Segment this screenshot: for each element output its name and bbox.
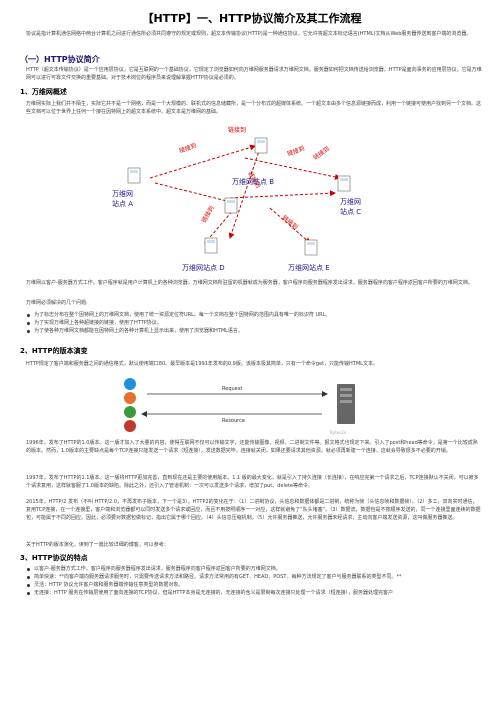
request-label: Request <box>222 386 242 392</box>
intro-paragraph: 协议是指计算机通信网络中两台计算机之间进行通信所必须共同遵守的规定或规则，超文本… <box>26 31 472 37</box>
site-c-label-line2: 站点 C <box>340 207 361 216</box>
subheading-versions: 2、HTTP的版本演变 <box>20 347 88 355</box>
link-label: 链接到 <box>281 213 300 231</box>
features-list: 以客户-服务器方式工作。客户程序向服务器程序发出请求，服务器程序向客户程序返回客… <box>26 565 486 597</box>
versions-paragraph: HTTP规定了客户端和服务器之间的通信格式，默认使用端口80。最早版本是1991… <box>26 361 378 367</box>
site-a-label-line1: 万维网 <box>112 189 133 198</box>
page-title: 【HTTP】一、HTTP协议简介及其工作流程 <box>142 12 362 25</box>
server-icon <box>337 384 355 424</box>
subheading-features: 3、HTTP协议的特点 <box>20 554 88 562</box>
site-d-label: 万维网站点 D <box>182 263 225 272</box>
version-summary-paragraph: 关于HTTP的版本演化，读到了一篇比较详细的博客，可以参考： <box>26 542 169 548</box>
response-label: Resource <box>222 418 245 424</box>
list-item: 为了实现万维网上各种超链接的链接，使用了HTTP协议。 <box>26 319 486 327</box>
www-paragraph: 万维网实际上我们并不陌生，实际它并不是一个网络，而是一个大规模的、联机式的信息储… <box>26 101 482 115</box>
firefox-browser-icon <box>124 392 136 404</box>
ie-browser-icon <box>124 378 136 390</box>
list-item: 灵活：HTTP 协议允许客户端和服务器端传输任意类型的数据对象。 <box>26 581 486 589</box>
site-b-label: 万维网站点 B <box>232 177 274 186</box>
site-e-label: 万维网站点 E <box>288 263 330 272</box>
http-2-paragraph: 2015年，HTTP/2 发布（不叫 HTTP/2.0，不再发布子版本，下一个是… <box>26 499 481 521</box>
http-1-0-paragraph: 1996年，发布了HTTP的1.0版本。这一版才加入了大量的内容，使得互联网不仅… <box>26 440 478 454</box>
opera-browser-icon <box>124 420 136 432</box>
chrome-browser-icon <box>124 406 136 418</box>
link-label: 链接到 <box>286 144 306 158</box>
section-heading-intro: （一）HTTP协议简介 <box>20 55 100 64</box>
link-label: 链接到 <box>200 204 216 224</box>
subheading-www: 1、万维网概述 <box>20 88 67 96</box>
list-item: 为了标志分布在整个因特网上的万维网文档，使用了统一资源定位符URL。每一个文档在… <box>26 311 486 319</box>
client-server-paragraph: 万维网以客户-服务器方式工作。客户程序就是用户计算机上的各种浏览器，万维网文档所… <box>26 280 473 286</box>
www-sites-diagram: 链接到 链接到 链接到 链接到 链接到 链接到 链接到 万维网 <box>112 126 361 272</box>
link-label: 链接到 <box>228 126 246 134</box>
site-a-label-line2: 站点 A <box>112 199 133 208</box>
list-item: 为了使各种万维网文档都能在因特网上的各种计算机上显示出来，使用了浏览器和HTML… <box>26 327 486 335</box>
watermark-text: Bytes2x <box>330 430 347 435</box>
list-item: 简单快速：**向客户端向服务器请求服务时，只需要传送请求方法和路径。请求方法常用… <box>26 573 486 581</box>
list-item: 无连接：HTTP 服务在传输层使用了面向连接的TCP协议，但是HTTP本身是无连… <box>26 589 486 597</box>
link-label: 链接到 <box>312 145 331 162</box>
list-item: 以客户-服务器方式工作。客户程序向服务器程序发出请求，服务器程序向客户程序返回客… <box>26 565 486 573</box>
site-c-label-line1: 万维网 <box>340 197 361 206</box>
link-label: 链接到 <box>178 141 198 155</box>
http-1-1-paragraph: 1997年，发布了HTTP的1.1版本。这一版将HTTP更加完善，直到现在还是主… <box>26 475 479 489</box>
problems-intro: 万维网必须解决的几个问题: <box>26 300 88 306</box>
request-response-diagram: Request Resource Bytes2x <box>124 378 355 435</box>
http-intro-paragraph: HTTP（超文本传输协议）是一个应用层协议，它是互联网的一个基础协议，它规定了浏… <box>26 67 482 81</box>
problems-list: 为了标志分布在整个因特网上的万维网文档，使用了统一资源定位符URL。每一个文档在… <box>26 311 486 335</box>
